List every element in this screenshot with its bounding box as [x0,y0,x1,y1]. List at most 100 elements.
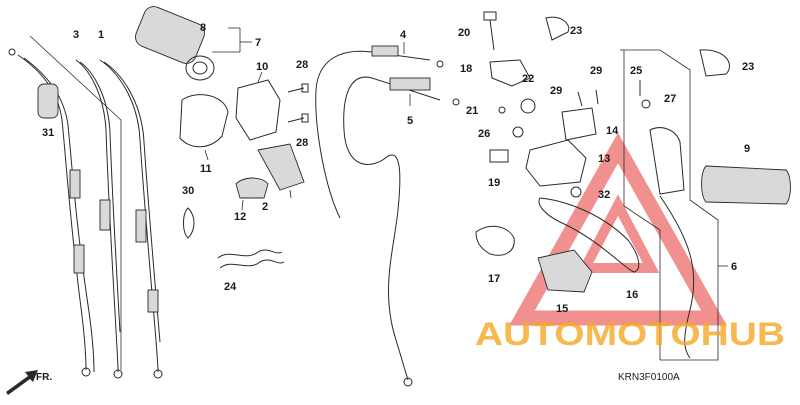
watermark-text: AUTOMOTOHUB [475,316,785,352]
cable-4-end [436,60,444,68]
band-23-a [545,16,570,41]
screw-21 [498,106,506,114]
boot-2 [257,143,305,191]
bolt-29-a [577,91,583,107]
holder-13 [525,139,587,187]
callout-28-a: 28 [296,59,308,71]
callout-13: 13 [598,153,610,165]
bolts-28 [287,83,309,123]
cable-6 [659,195,695,359]
housing-lower-11 [179,94,229,148]
clutch-cables-center [315,42,460,387]
callout-15: 15 [556,303,568,315]
watermark-inner-triangle [576,194,660,273]
callout-32: 32 [598,189,610,201]
cable-1-inner [103,61,161,343]
callout-3: 3 [73,29,79,41]
callout-18: 18 [460,63,472,75]
callout-10: 10 [256,61,268,73]
grip-rubber-8 [135,6,205,64]
front-direction-arrow [6,370,38,395]
lever-16 [538,197,640,273]
nut-32 [570,186,582,198]
hot-start-lever [649,127,685,195]
cover-12 [235,177,269,199]
watermark-triangle [509,132,727,326]
cable-5-adjuster [389,77,431,91]
bracket-frame [620,49,719,361]
bolt-28-a-head [301,83,309,93]
callout-2: 2 [262,201,268,213]
cable-31-sleeve-1 [69,169,81,199]
cable-31-end [8,48,16,56]
callout-23-b: 23 [742,61,754,73]
bracket-18 [489,59,531,87]
callout-14: 14 [606,125,619,137]
cable-1-sleeve-2 [147,289,159,313]
callout-24: 24 [224,281,237,293]
bolt-28-a [287,87,305,93]
grip-pipe-bore [192,61,208,75]
cable-31-tip [81,367,91,377]
cable-31-sleeve-2 [73,244,85,274]
cable-5-end [452,98,460,106]
bolt-20-head [483,11,497,21]
callout-4: 4 [400,29,407,41]
callout-19: 19 [488,177,500,189]
callout-23-a: 23 [570,25,582,37]
callout-22: 22 [522,73,534,85]
callouts: 1 2 3 4 5 6 7 8 9 10 11 12 13 14 15 16 1… [42,22,754,315]
washer-22 [520,98,536,114]
callout-16: 16 [626,289,638,301]
fr-arrow-icon [6,370,38,395]
callout-5: 5 [407,115,413,127]
washer-27 [641,99,651,109]
callout-8: 8 [200,22,206,34]
callout-30: 30 [182,185,194,197]
bolt-20 [489,19,495,51]
callout-7: 7 [255,37,261,49]
cable-1-tip [153,369,163,379]
cable-5-tip [403,377,413,387]
callout-29-b: 29 [590,65,602,77]
housing-upper-10 [235,79,281,141]
bolt-29-b [595,89,599,105]
watermark-logo [509,132,727,326]
callout-11: 11 [200,163,212,175]
cable-3-outer [75,59,119,373]
grip-9 [701,165,791,205]
throttle-cables-left [8,35,163,379]
switch-17 [475,225,515,256]
cable-3-sleeve [99,199,111,231]
clip-24 [217,249,285,269]
callout-17: 17 [488,273,500,285]
direction-label: FR. [36,372,52,383]
throttle-housing [179,71,305,211]
callout-31: 31 [42,127,54,139]
cable-1-sleeve-1 [135,209,147,243]
callout-20: 20 [458,27,470,39]
callout-27: 27 [664,93,676,105]
right-handle-group [620,49,791,361]
lever-guard-15 [537,249,593,293]
cable-4 [315,50,431,219]
bolt-28-b-head [301,113,309,123]
callout-1: 1 [98,29,104,41]
callout-6: 6 [731,261,737,273]
callout-9: 9 [744,143,750,155]
cable-3-inner [79,61,121,333]
callout-26: 26 [478,128,490,140]
grip-pipe-7 [185,55,215,81]
cable-5 [343,76,441,381]
nut-26 [512,126,524,138]
drawing-code: KRN3F0100A [618,372,680,383]
holder-cap-14 [561,107,597,141]
band-23-b [699,49,731,77]
clips [183,207,285,269]
callout-25: 25 [630,65,642,77]
adjuster-19 [489,149,509,163]
clip-30 [183,207,195,239]
callout-29-a: 29 [550,85,562,97]
